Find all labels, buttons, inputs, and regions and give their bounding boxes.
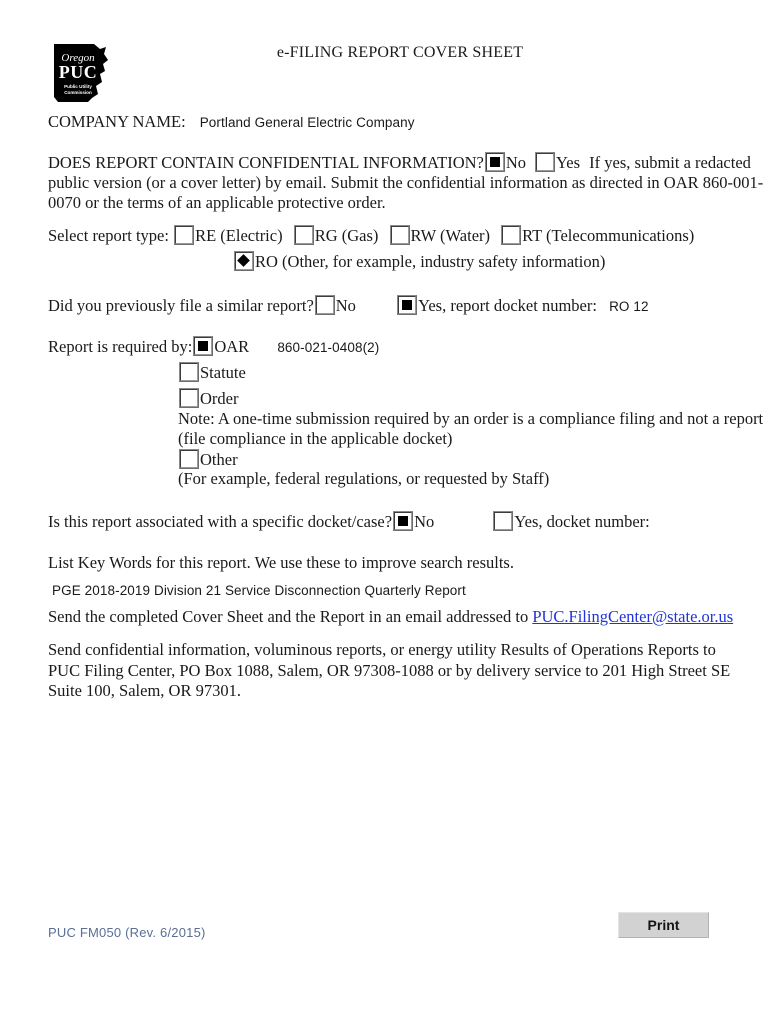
- docket-assoc-row: Is this report associated with a specifi…: [48, 511, 658, 533]
- report-type-label: Select report type:: [48, 226, 169, 245]
- required-by-other-row: Other: [178, 449, 238, 470]
- report-type-ro-checkbox[interactable]: [234, 251, 254, 271]
- docket-assoc-question: Is this report associated with a specifi…: [48, 512, 393, 531]
- filing-center-email-link[interactable]: PUC.FilingCenter@state.or.us: [532, 607, 734, 626]
- required-by-order-checkbox[interactable]: [179, 388, 199, 408]
- required-by-note-line2: (file compliance in the applicable docke…: [178, 429, 453, 448]
- report-type-rt-label: RT (Telecommunications): [522, 226, 695, 245]
- report-type-rw-label: RW (Water): [410, 226, 491, 245]
- report-type-re-checkbox[interactable]: [174, 225, 195, 245]
- document-header: Oregon PUC Public Utility Commission e-F…: [0, 0, 770, 110]
- required-by-statute-label: Statute: [200, 363, 246, 382]
- required-by-note-line1: Note: A one-time submission required by …: [178, 409, 764, 428]
- confidential-tail-text: If yes, submit a redacted: [589, 153, 751, 172]
- confidential-question-label: DOES REPORT CONTAIN CONFIDENTIAL INFORMA…: [48, 153, 484, 172]
- confidential-yes-checkbox[interactable]: [535, 152, 556, 172]
- docket-assoc-yes-label: Yes, docket number:: [514, 512, 650, 531]
- report-type-rg-label: RG (Gas): [314, 226, 379, 245]
- docket-assoc-no-checkbox[interactable]: [393, 511, 414, 531]
- confidential-line2: public version (or a cover letter) by em…: [48, 173, 764, 192]
- previous-report-docket-value[interactable]: RO 12: [609, 299, 649, 314]
- confidential-no-checkbox[interactable]: [484, 152, 505, 172]
- company-name-row: COMPANY NAME: Portland General Electric …: [48, 112, 415, 132]
- report-type-re-label: RE (Electric): [195, 226, 283, 245]
- report-type-rt-checkbox[interactable]: [501, 225, 522, 245]
- confidential-question-row: DOES REPORT CONTAIN CONFIDENTIAL INFORMA…: [48, 152, 751, 173]
- required-by-other-checkbox[interactable]: [179, 449, 199, 469]
- print-button[interactable]: Print: [618, 912, 709, 938]
- required-by-oar-row: Report is required by: OAR 860-021-0408(2…: [48, 336, 379, 358]
- previous-report-no-checkbox[interactable]: [314, 295, 335, 315]
- svg-text:Public Utility: Public Utility: [64, 84, 92, 89]
- report-type-rg-checkbox[interactable]: [293, 225, 314, 245]
- confidential-yes-label: Yes: [556, 153, 581, 172]
- report-type-other-row: RO (Other, for example, industry safety …: [233, 251, 605, 272]
- svg-text:Oregon: Oregon: [61, 52, 95, 64]
- required-by-order-row: Order: [178, 388, 238, 409]
- required-by-other-label: Other: [200, 450, 238, 469]
- send-email-row: Send the completed Cover Sheet and the R…: [48, 607, 733, 627]
- previous-report-row: Did you previously file a similar report…: [48, 295, 649, 317]
- form-code-label: PUC FM050 (Rev. 6/2015): [48, 925, 206, 940]
- required-by-oar-checkbox[interactable]: [193, 336, 214, 356]
- previous-report-yes-checkbox[interactable]: [397, 295, 418, 315]
- docket-assoc-no-label: No: [414, 512, 435, 531]
- keywords-prompt: List Key Words for this report. We use t…: [48, 553, 514, 572]
- send-email-text: Send the completed Cover Sheet and the R…: [48, 607, 529, 626]
- mailing-line3: Suite 100, Salem, OR 97301.: [48, 681, 241, 700]
- svg-text:Commission: Commission: [64, 90, 92, 95]
- page-title: e-FILING REPORT COVER SHEET: [276, 44, 524, 61]
- previous-report-yes-label: Yes, report docket number:: [418, 296, 597, 315]
- required-by-other-note: (For example, federal regulations, or re…: [178, 469, 550, 488]
- previous-report-no-label: No: [335, 296, 356, 315]
- report-type-rw-checkbox[interactable]: [389, 225, 410, 245]
- mailing-line1: Send confidential information, voluminou…: [48, 640, 716, 659]
- required-by-statute-row: Statute: [178, 362, 246, 383]
- report-type-ro-label: RO (Other, for example, industry safety …: [255, 252, 606, 271]
- oregon-puc-logo: Oregon PUC Public Utility Commission: [48, 40, 114, 106]
- mailing-line2: PUC Filing Center, PO Box 1088, Salem, O…: [48, 661, 731, 680]
- keywords-value[interactable]: PGE 2018-2019 Division 21 Service Discon…: [52, 583, 466, 598]
- company-name-label: COMPANY NAME:: [48, 112, 186, 131]
- report-type-row: Select report type: RE (Electric) RG (Ga…: [48, 225, 694, 246]
- docket-assoc-yes-checkbox[interactable]: [493, 511, 514, 531]
- confidential-no-label: No: [505, 153, 527, 172]
- required-by-statute-checkbox[interactable]: [179, 362, 199, 382]
- required-by-label: Report is required by:: [48, 337, 193, 356]
- required-by-order-label: Order: [200, 389, 239, 408]
- required-by-oar-label: OAR: [214, 337, 250, 356]
- confidential-line3: 0070 or the terms of an applicable prote…: [48, 193, 386, 212]
- company-name-value[interactable]: Portland General Electric Company: [199, 115, 415, 130]
- required-by-oar-value[interactable]: 860-021-0408(2): [277, 340, 380, 355]
- svg-text:PUC: PUC: [59, 62, 98, 82]
- previous-report-question: Did you previously file a similar report…: [48, 296, 314, 315]
